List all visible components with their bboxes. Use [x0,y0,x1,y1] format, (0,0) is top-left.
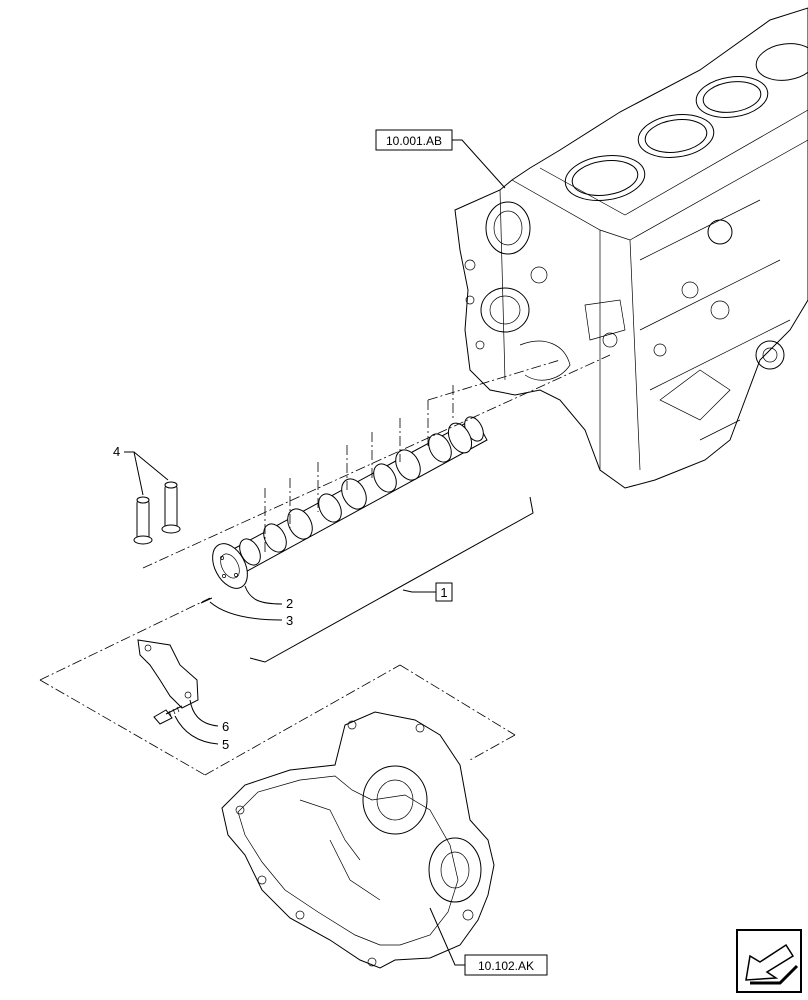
callout-4: 4 [113,444,120,459]
thrust-plate-drawing [137,639,199,725]
callout-5: 5 [222,737,229,752]
bolt-pair-drawing [133,481,181,545]
reference-label-engine-block: 10.001.AB [386,134,442,148]
callout-6: 6 [222,719,229,734]
reference-label-timing-cover: 10.102.AK [478,959,534,973]
engine-block-drawing [454,7,808,489]
callout-2: 2 [286,596,293,611]
assembly-number: 1 [440,585,447,600]
assembly-number-box: 1 [435,582,453,602]
alignment-lines [39,354,611,776]
arrow-icon[interactable] [736,929,802,993]
camshaft-drawing [200,416,488,604]
reference-box-timing-cover[interactable]: 10.102.AK [464,954,548,976]
timing-cover-drawing [221,711,495,969]
reference-box-engine-block[interactable]: 10.001.AB [375,129,453,151]
leader-lines [124,139,534,966]
callout-3: 3 [286,613,293,628]
